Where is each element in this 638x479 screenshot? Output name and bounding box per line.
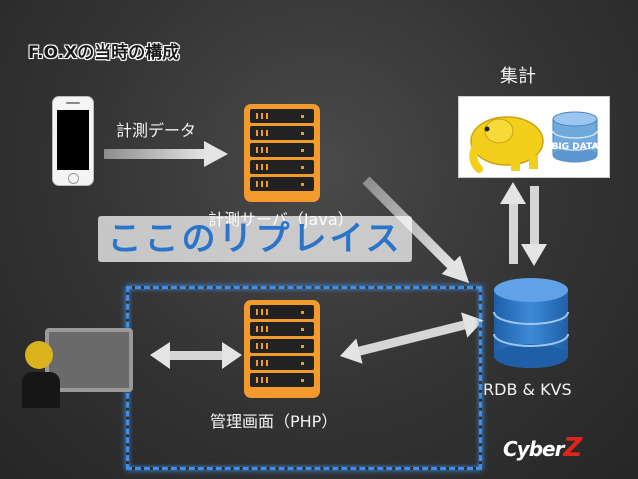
label-db: RDB & KVS [483, 380, 572, 399]
hadoop-bigdata-image: BIG DATA [458, 96, 610, 178]
measurement-server-icon [244, 104, 320, 202]
hadoop-elephant-icon: BIG DATA [469, 111, 599, 173]
replace-highlight-label: ここのリプレイス [98, 216, 412, 262]
arrow-phone-to-server [104, 141, 228, 167]
label-admin-screen: 管理画面（PHP） [210, 412, 338, 431]
logo-main-text: Cyber [503, 437, 564, 461]
smartphone-icon [52, 96, 94, 186]
label-measurement-data: 計測データ [116, 121, 197, 140]
label-aggregate: 集計 [500, 66, 536, 87]
arrow-db-to-aggregate [500, 182, 526, 264]
user-body-icon [22, 372, 60, 408]
arrow-aggregate-to-db [521, 186, 547, 266]
arrow-admin-db [340, 312, 484, 364]
admin-server-icon [244, 300, 320, 398]
logo-accent-text: Z [563, 433, 582, 463]
database-cylinder-icon [493, 278, 569, 368]
slide-title: F.O.Xの当時の構成 [28, 43, 180, 63]
big-data-text: BIG DATA [552, 142, 599, 152]
arrow-user-admin [150, 342, 242, 369]
cyberz-logo: CyberZ [503, 433, 582, 463]
user-head-icon [25, 341, 53, 369]
